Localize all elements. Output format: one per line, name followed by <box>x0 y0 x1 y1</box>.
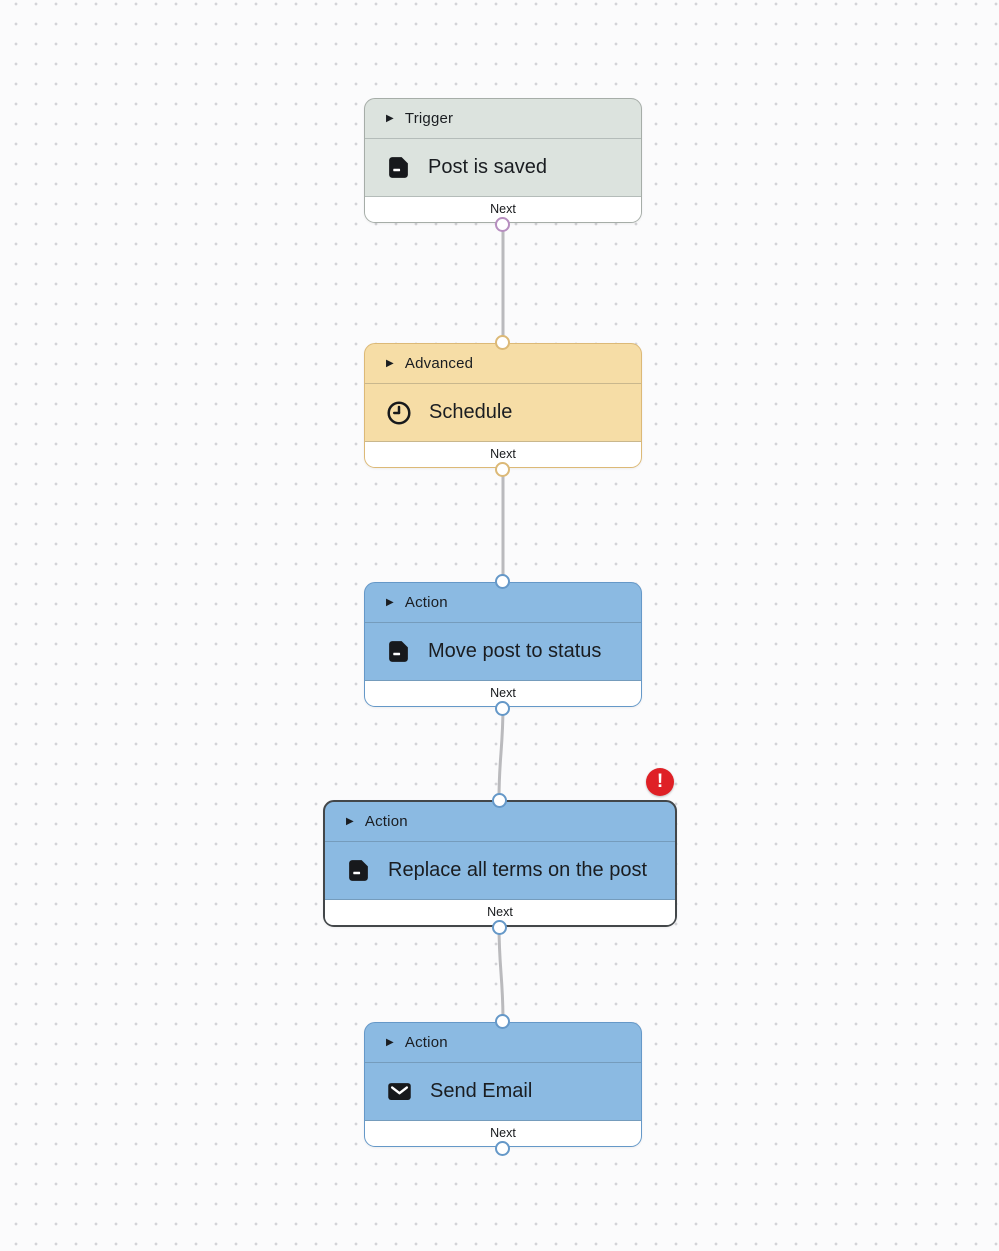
output-port[interactable] <box>494 217 510 232</box>
node-advanced-schedule[interactable]: ▶ Advanced Schedule Next <box>364 335 642 477</box>
node-header: ▶ Action <box>365 1023 641 1063</box>
node-action-replace-all-terms[interactable]: ▶ Action Replace all terms on the post N… <box>323 793 677 935</box>
node-body: Post is saved <box>365 139 641 197</box>
output-port[interactable] <box>494 1141 510 1156</box>
node-label: Move post to status <box>428 640 602 662</box>
output-port[interactable] <box>491 920 507 935</box>
node-action-send-email[interactable]: ▶ Action Send Email Next <box>364 1014 642 1156</box>
input-port[interactable] <box>494 574 510 589</box>
node-label: Schedule <box>429 401 513 423</box>
collapse-triangle-icon[interactable]: ▶ <box>386 112 394 124</box>
node-header: ▶ Advanced <box>365 344 641 384</box>
collapse-triangle-icon[interactable]: ▶ <box>386 357 394 369</box>
clock-icon <box>386 400 412 426</box>
input-port[interactable] <box>494 1014 510 1029</box>
node-category: Trigger <box>404 110 454 127</box>
connector <box>497 703 505 801</box>
email-icon <box>386 1078 413 1105</box>
node-header: ▶ Action <box>365 583 641 623</box>
node-category: Action <box>364 813 408 830</box>
node-body: Move post to status <box>365 623 641 681</box>
node-category: Advanced <box>404 355 474 372</box>
input-port[interactable] <box>491 793 507 808</box>
node-label: Replace all terms on the post <box>388 859 648 881</box>
node-body: Send Email <box>365 1063 641 1121</box>
post-icon <box>386 639 411 664</box>
collapse-triangle-icon[interactable]: ▶ <box>346 815 354 827</box>
output-port[interactable] <box>494 701 510 716</box>
node-header: ▶ Trigger <box>365 99 641 139</box>
node-label: Send Email <box>430 1080 533 1102</box>
post-icon <box>346 858 371 883</box>
connector <box>497 923 505 1023</box>
node-header: ▶ Action <box>325 802 675 842</box>
collapse-triangle-icon[interactable]: ▶ <box>386 1036 394 1048</box>
input-port[interactable] <box>494 335 510 350</box>
node-action-move-post-to-status[interactable]: ▶ Action Move post to status Next <box>364 574 642 716</box>
output-port[interactable] <box>494 462 510 477</box>
node-label: Post is saved <box>428 156 547 178</box>
collapse-triangle-icon[interactable]: ▶ <box>386 596 394 608</box>
node-body: Replace all terms on the post <box>325 842 675 900</box>
node-category: Action <box>404 1034 448 1051</box>
error-badge: ! <box>646 768 674 796</box>
node-category: Action <box>404 594 448 611</box>
node-trigger-post-is-saved[interactable]: ▶ Trigger Post is saved Next <box>364 98 642 232</box>
post-icon <box>386 155 411 180</box>
node-body: Schedule <box>365 384 641 442</box>
